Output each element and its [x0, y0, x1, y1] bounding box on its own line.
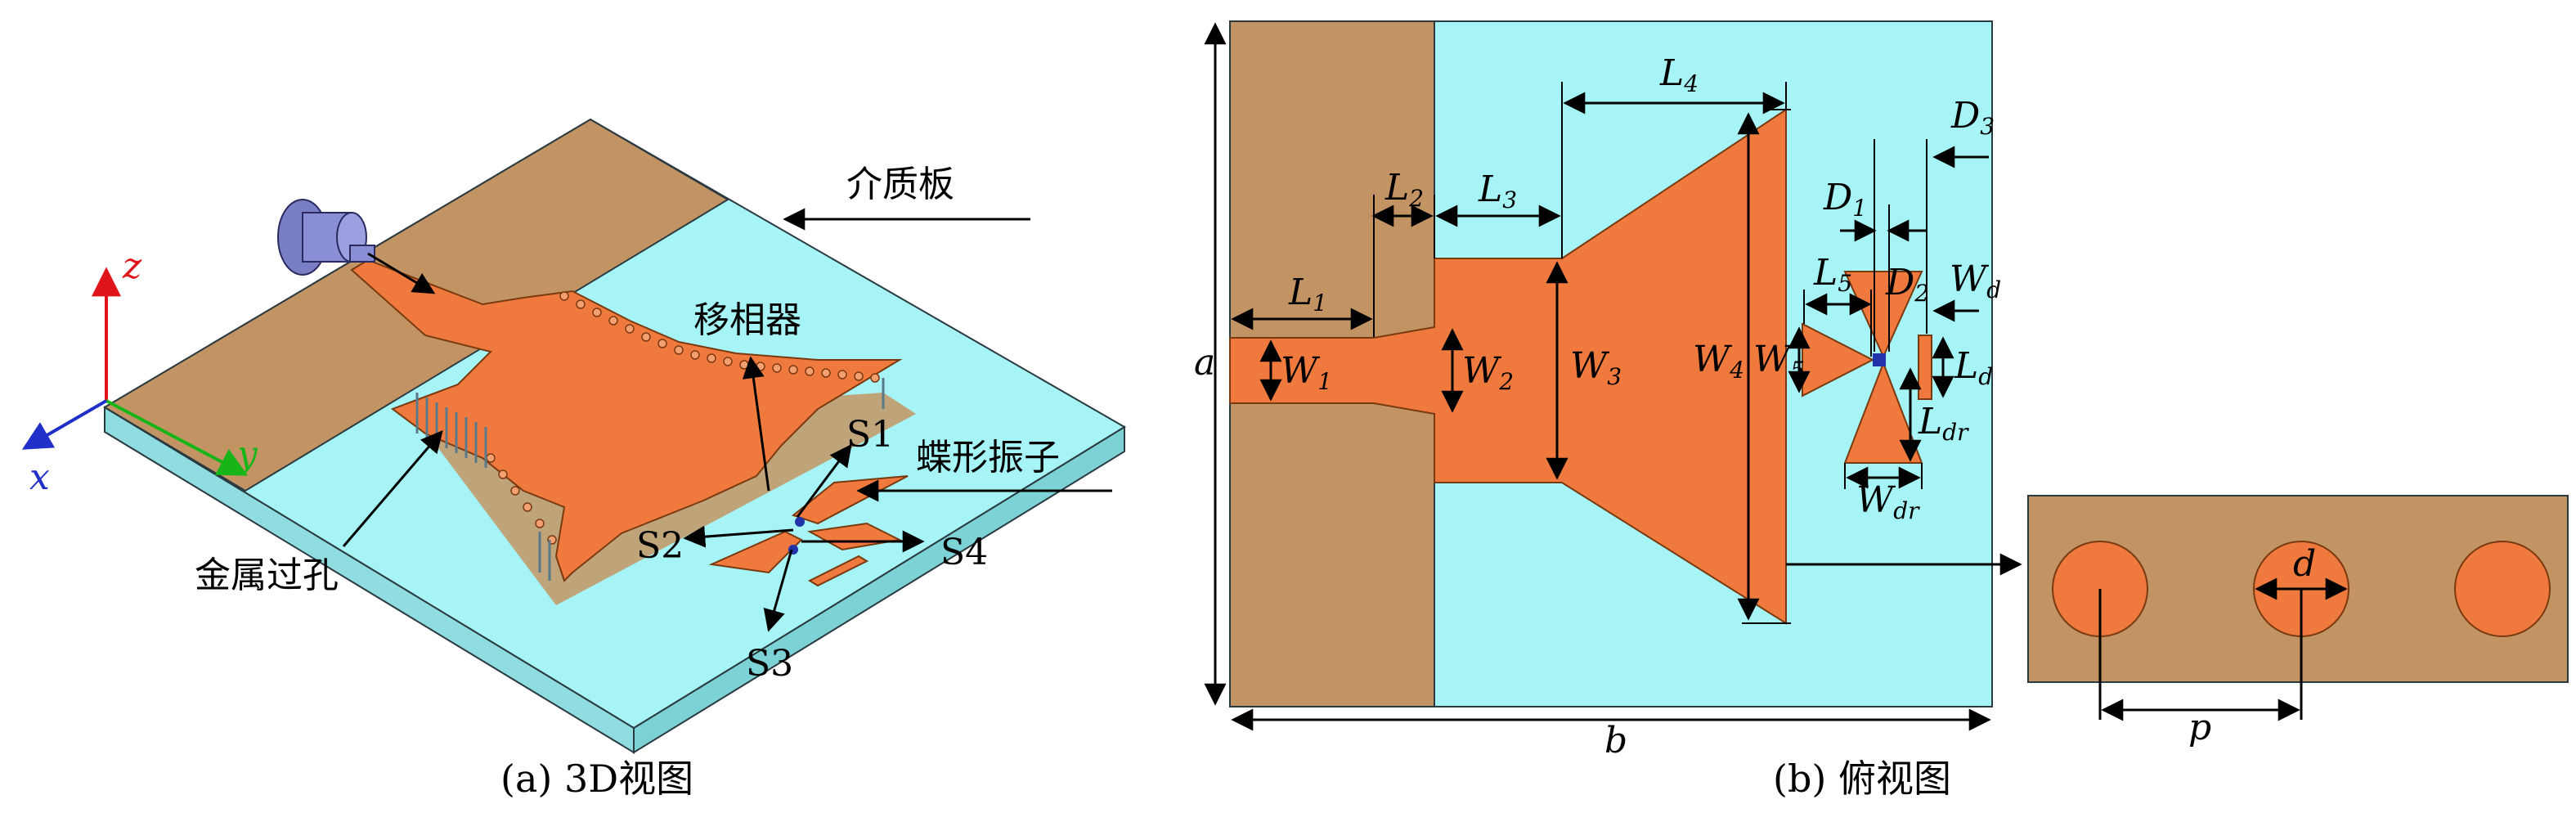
- dipole-arm-s4: [806, 522, 903, 551]
- dim-L2-label: L2: [1384, 167, 1424, 212]
- dim-W2-label: W2: [1462, 350, 1514, 395]
- dim-Ld-label: Ld: [1954, 345, 1993, 390]
- dim-L3-label: L3: [1478, 168, 1517, 213]
- panel-3d-view: z y x 介质板 移相器 蝶形振子 金属过孔 S1 S2 S3 S4 (a) …: [21, 118, 1126, 801]
- via-detail-inset: d p: [2027, 495, 2569, 748]
- dim-b-label: b: [1604, 720, 1627, 761]
- axis-y-label: y: [236, 433, 258, 475]
- label-phase-shifter: 移相器: [693, 299, 801, 341]
- dim-a-label: a: [1194, 342, 1215, 384]
- dim-W3-label: W3: [1570, 345, 1622, 390]
- label-substrate: 介质板: [846, 164, 954, 205]
- sma-connector-icon: [277, 199, 375, 276]
- panel-top-view: a b L1 L2 L3 L4 L5 W1 W2 W3 W4 W5 D1 D2 …: [1194, 20, 2569, 801]
- dim-Ldr-label: Ldr: [1918, 401, 1969, 446]
- dim-Wd-label: Wd: [1950, 258, 2001, 303]
- dipole-director: [807, 555, 869, 587]
- topview-director: [1918, 335, 1932, 400]
- s3-arrow: [763, 549, 793, 632]
- dipole-feed-point: [795, 517, 805, 527]
- dim-L4-label: L4: [1659, 52, 1699, 97]
- via-arrow: [342, 429, 443, 547]
- dim-W5-label: W5: [1753, 339, 1805, 384]
- dim-p-label: p: [2188, 707, 2211, 748]
- label-s3: S3: [746, 643, 793, 685]
- axis-x-label: x: [29, 456, 50, 498]
- axis-z-label: z: [122, 245, 142, 287]
- dim-W1-label: W1: [1281, 350, 1332, 395]
- s1-arrow: [796, 443, 852, 518]
- dim-L1-label: L1: [1288, 272, 1327, 317]
- label-s4: S4: [940, 532, 988, 573]
- label-dipole: 蝶形振子: [916, 437, 1060, 478]
- via-circle-3: [2454, 541, 2551, 637]
- dim-D1-label: D1: [1823, 177, 1867, 222]
- s2-arrow: [683, 525, 794, 548]
- label-via: 金属过孔: [195, 555, 339, 596]
- via-holes: [486, 291, 880, 545]
- label-s2: S2: [636, 525, 684, 567]
- dim-L5-label: L5: [1813, 252, 1852, 297]
- topview-feed-gap: [1873, 353, 1886, 366]
- phase-shifter-arrow: [742, 356, 770, 492]
- dipole-arm-s2: [708, 530, 803, 574]
- caption-top-view: (b) 俯视图: [1773, 757, 1951, 801]
- feed-arrow: [367, 252, 436, 294]
- caption-3d-view: (a) 3D视图: [500, 757, 693, 801]
- dipole-arm-s1: [791, 475, 909, 525]
- feed-and-phase-shifter: [350, 258, 903, 582]
- label-s1: S1: [846, 414, 894, 456]
- dim-Wdr-label: Wdr: [1856, 479, 1920, 524]
- dim-d-label: d: [2293, 543, 2316, 585]
- dim-W4-label: W4: [1693, 339, 1744, 384]
- dim-D2-label: D2: [1885, 262, 1929, 307]
- dim-D3-label: D3: [1950, 95, 1995, 140]
- axis-triad: z y x: [21, 245, 258, 498]
